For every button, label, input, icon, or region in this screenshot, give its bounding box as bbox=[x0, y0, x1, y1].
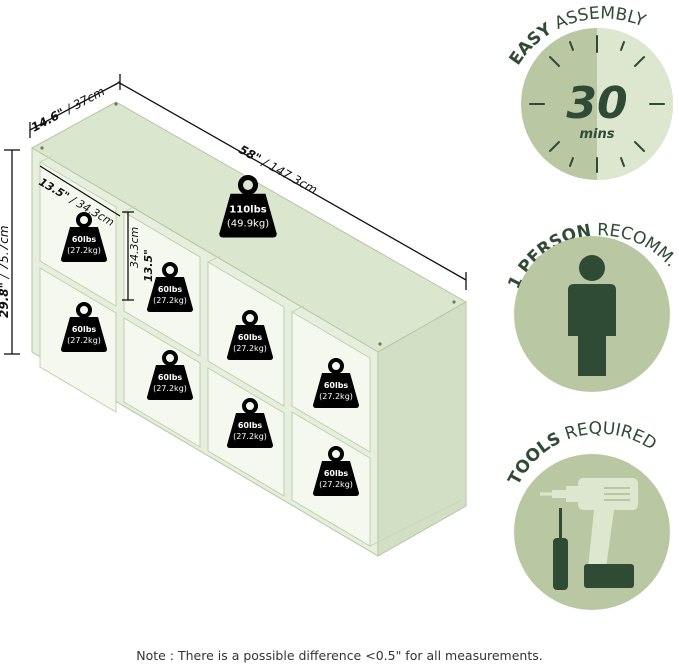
weight-kg: (27.2kg) bbox=[233, 344, 267, 353]
badge-tools: TOOLS REQUIRED bbox=[505, 418, 670, 610]
weight-icon-cube: 60lbs (27.2kg) bbox=[313, 358, 359, 408]
weight-icons: 110lbs (49.9kg) 60lbs (27.2kg) 60lbs (27.2kg)… bbox=[61, 175, 359, 496]
weight-icon-top: 110lbs (49.9kg) bbox=[219, 175, 277, 238]
weight-lbs: 110lbs bbox=[229, 205, 266, 216]
weight-kg: (49.9kg) bbox=[227, 218, 269, 229]
weight-kg: (27.2kg) bbox=[67, 336, 101, 345]
weight-kg: (27.2kg) bbox=[153, 384, 187, 393]
weight-icon-cube: 60lbs (27.2kg) bbox=[227, 310, 273, 360]
weight-lbs: 60lbs bbox=[158, 285, 183, 294]
weight-lbs: 60lbs bbox=[238, 421, 263, 430]
assembly-unit: mins bbox=[580, 127, 615, 142]
measurement-note: Note : There is a possible difference <0… bbox=[136, 648, 543, 663]
screwdriver-icon bbox=[553, 508, 568, 590]
person-icon bbox=[568, 255, 616, 376]
weight-icon-cube: 60lbs (27.2kg) bbox=[313, 446, 359, 496]
assembly-minutes: 30 bbox=[566, 78, 627, 129]
weight-lbs: 60lbs bbox=[324, 469, 349, 478]
dimension-lines bbox=[4, 74, 467, 355]
height-label: 29.8" / 75.7cm bbox=[0, 225, 11, 318]
weight-lbs: 60lbs bbox=[238, 333, 263, 342]
weight-lbs: 60lbs bbox=[72, 325, 97, 334]
weight-kg: (27.2kg) bbox=[67, 246, 101, 255]
organizer-side bbox=[377, 301, 467, 557]
weight-icon-cube: 60lbs (27.2kg) bbox=[147, 350, 193, 400]
weight-lbs: 60lbs bbox=[158, 373, 183, 382]
weight-lbs: 60lbs bbox=[324, 381, 349, 390]
weight-icon-cube: 60lbs (27.2kg) bbox=[61, 212, 107, 262]
weight-kg: (27.2kg) bbox=[233, 432, 267, 441]
weight-icon-cube: 60lbs (27.2kg) bbox=[227, 398, 273, 448]
cube-height-label-cm: 34.3cm bbox=[128, 227, 141, 268]
badge-easy-assembly: EASY ASSEMBLY 30 mins bbox=[506, 3, 673, 180]
weight-icon-cube: 60lbs (27.2kg) bbox=[147, 262, 193, 312]
drill-icon bbox=[540, 478, 638, 588]
weight-kg: (27.2kg) bbox=[319, 480, 353, 489]
weight-kg: (27.2kg) bbox=[153, 296, 187, 305]
cube-height-label-in: 13.5" bbox=[142, 249, 155, 282]
weight-kg: (27.2kg) bbox=[319, 392, 353, 401]
weight-lbs: 60lbs bbox=[72, 235, 97, 244]
weight-icon-cube: 60lbs (27.2kg) bbox=[61, 302, 107, 352]
badge-one-person: 1 PERSON RECOMM. bbox=[504, 220, 679, 392]
